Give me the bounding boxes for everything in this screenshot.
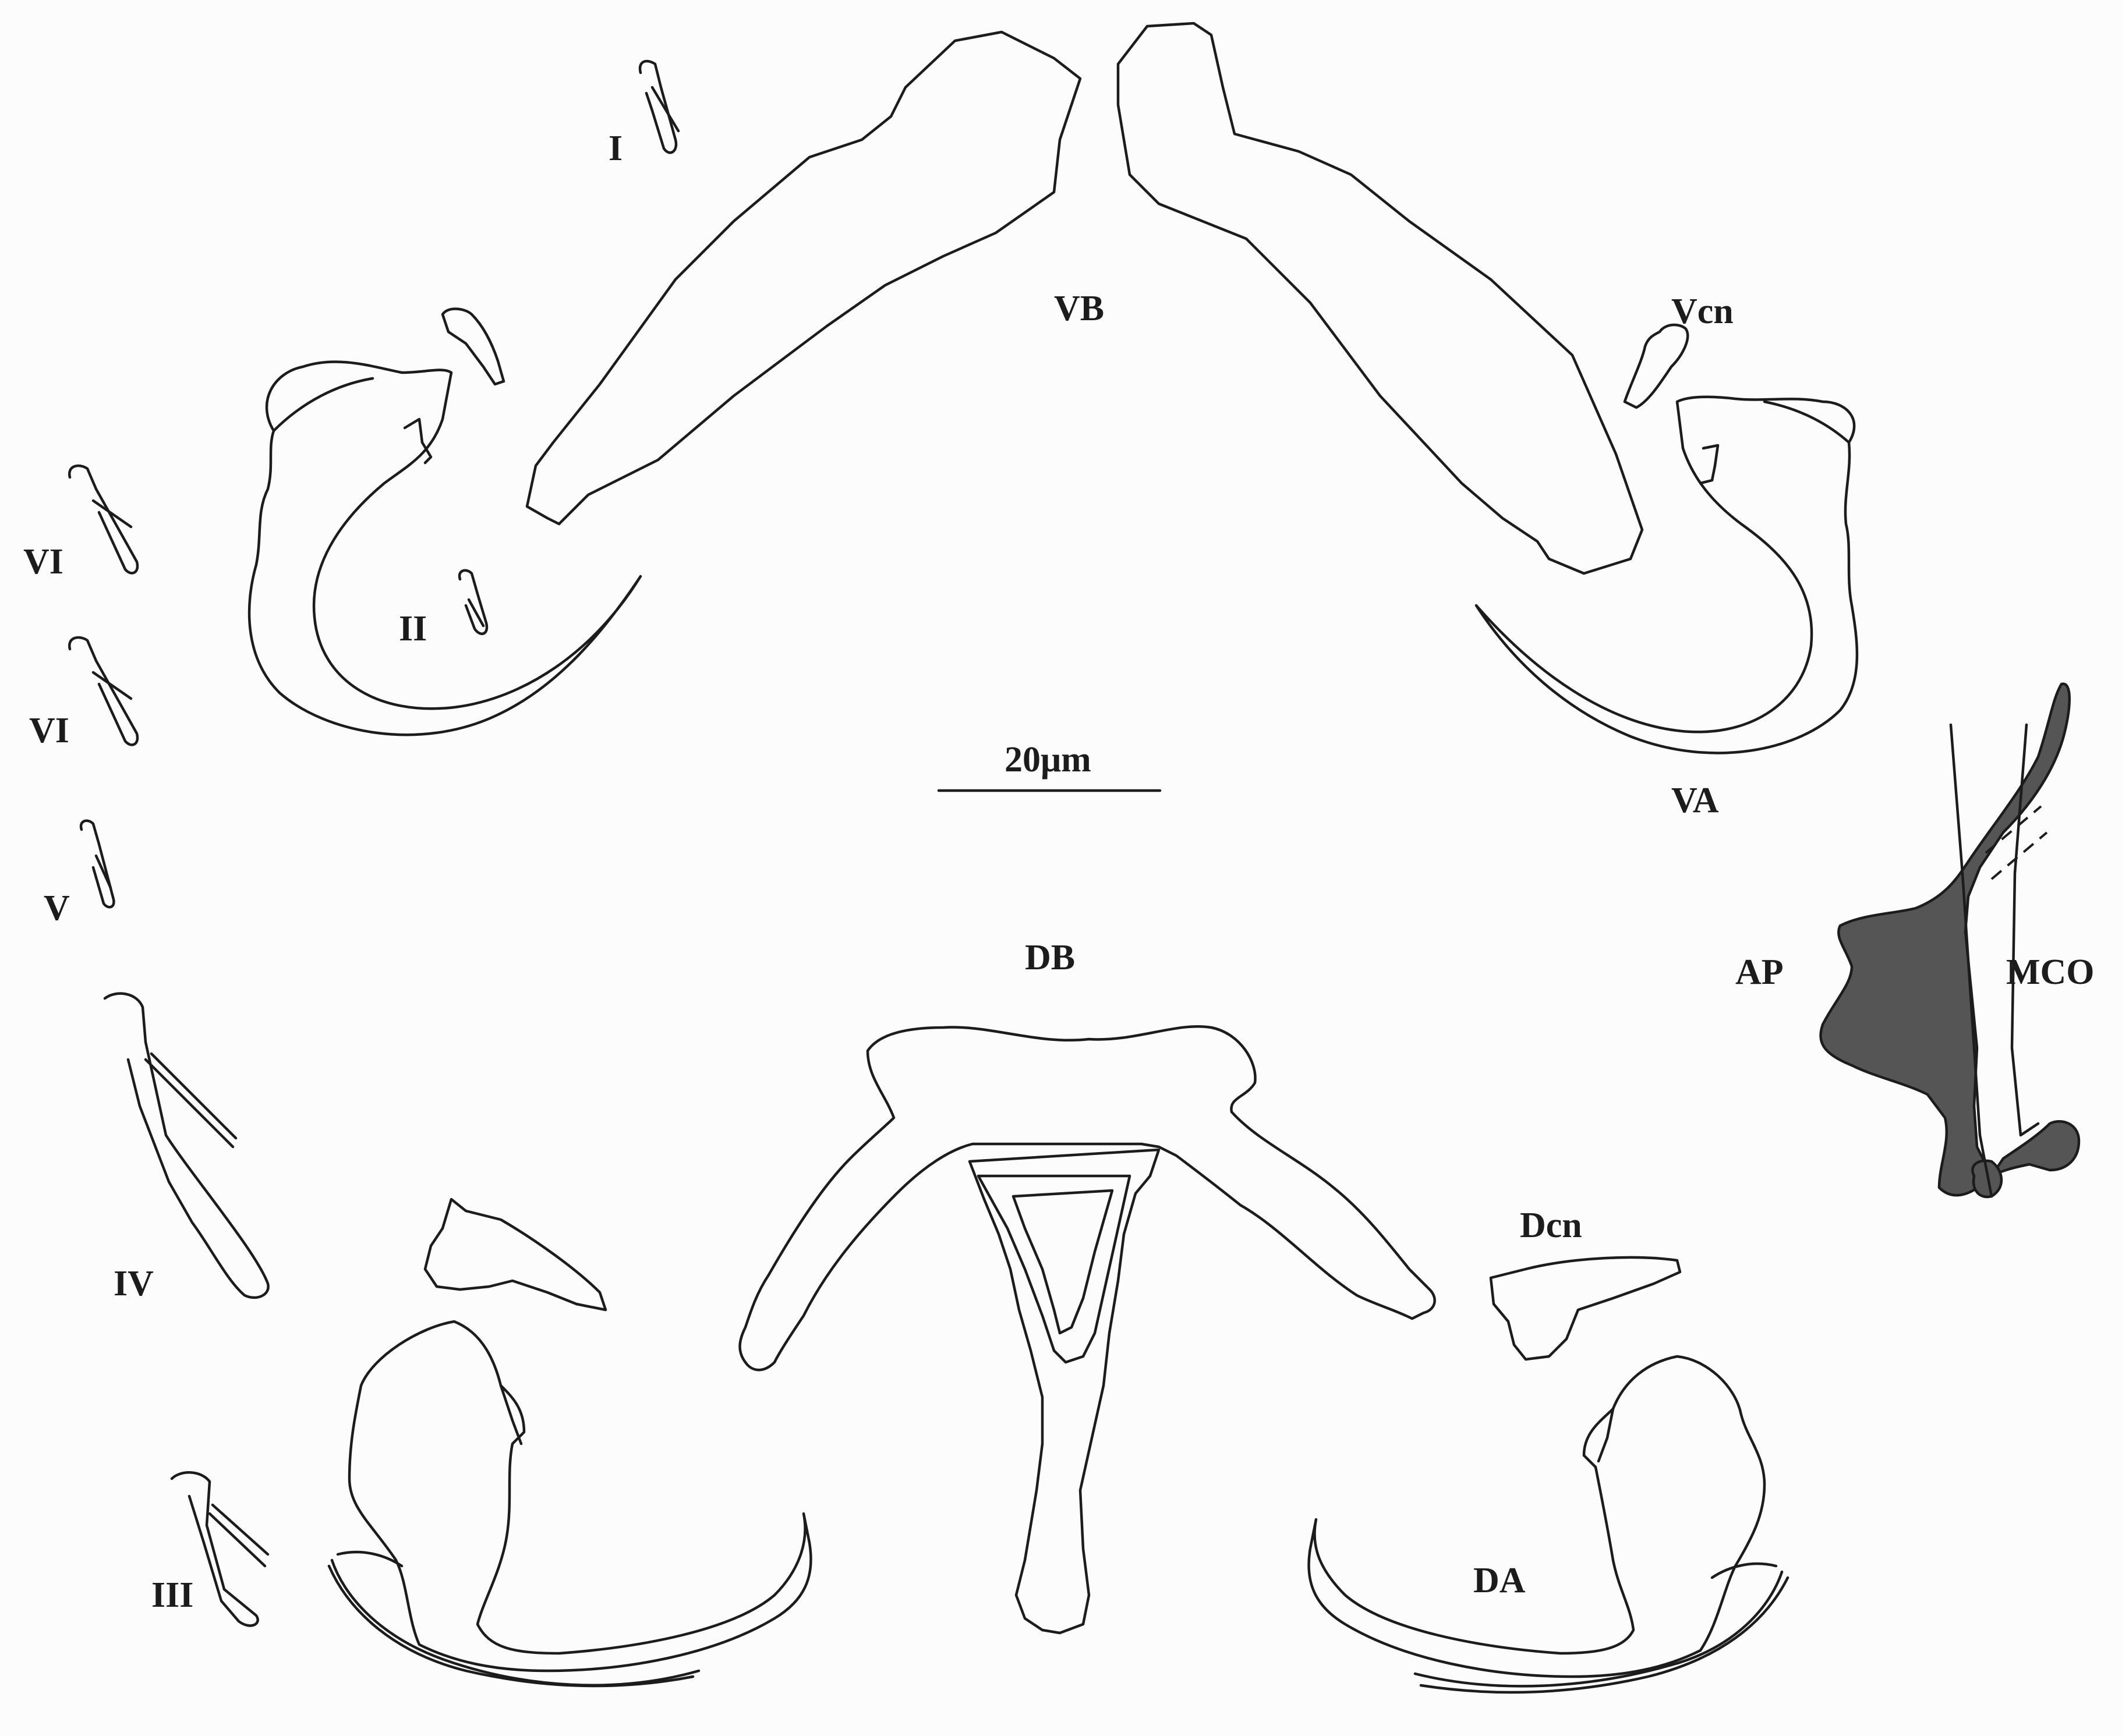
label-dorsal-anchor: DA: [1473, 1561, 1526, 1600]
hook-VI-upper-figure: [68, 464, 139, 575]
label-hook-I: I: [609, 129, 623, 168]
ventral-anchor-left: [247, 307, 642, 736]
ventral-bar: [525, 22, 1644, 575]
dorsal-bar: [738, 1025, 1436, 1372]
dorsal-anchor-left: [327, 1320, 812, 1688]
label-male-copulatory-organ: MCO: [2006, 952, 2095, 992]
label-hook-II: II: [399, 609, 427, 649]
label-dorsal-bar: DB: [1025, 938, 1075, 977]
male-copulatory-organ-figure: [1819, 682, 2081, 1199]
label-hook-VI-upper: VI: [23, 542, 63, 582]
dorsal-connective-right: [1489, 1256, 1682, 1361]
hook-II-figure: [458, 569, 489, 635]
label-hook-IV: IV: [114, 1264, 154, 1303]
dorsal-connective-left: [423, 1198, 607, 1312]
dorsal-anchor-right: [1307, 1355, 1789, 1694]
label-dorsal-connective: Dcn: [1520, 1206, 1582, 1245]
dorsal-bar-median-process: [968, 1148, 1161, 1635]
ventral-anchor-right: [1474, 323, 1859, 754]
hook-I-figure: [638, 59, 680, 154]
label-hook-V: V: [44, 888, 70, 928]
label-accessory-piece: AP: [1735, 952, 1784, 992]
label-hook-VI-lower: VI: [29, 711, 69, 750]
hook-III-figure: [170, 1471, 270, 1627]
scale-bar-label: 20μm: [1005, 740, 1091, 780]
label-ventral-anchor: VA: [1671, 781, 1719, 820]
hook-IV-figure: [103, 992, 270, 1299]
label-ventral-connective: Vcn: [1671, 292, 1734, 331]
label-ventral-bar: VB: [1054, 289, 1104, 328]
hook-VI-lower-figure: [68, 636, 139, 746]
hook-V-figure: [79, 819, 115, 909]
label-hook-III: III: [151, 1575, 193, 1615]
